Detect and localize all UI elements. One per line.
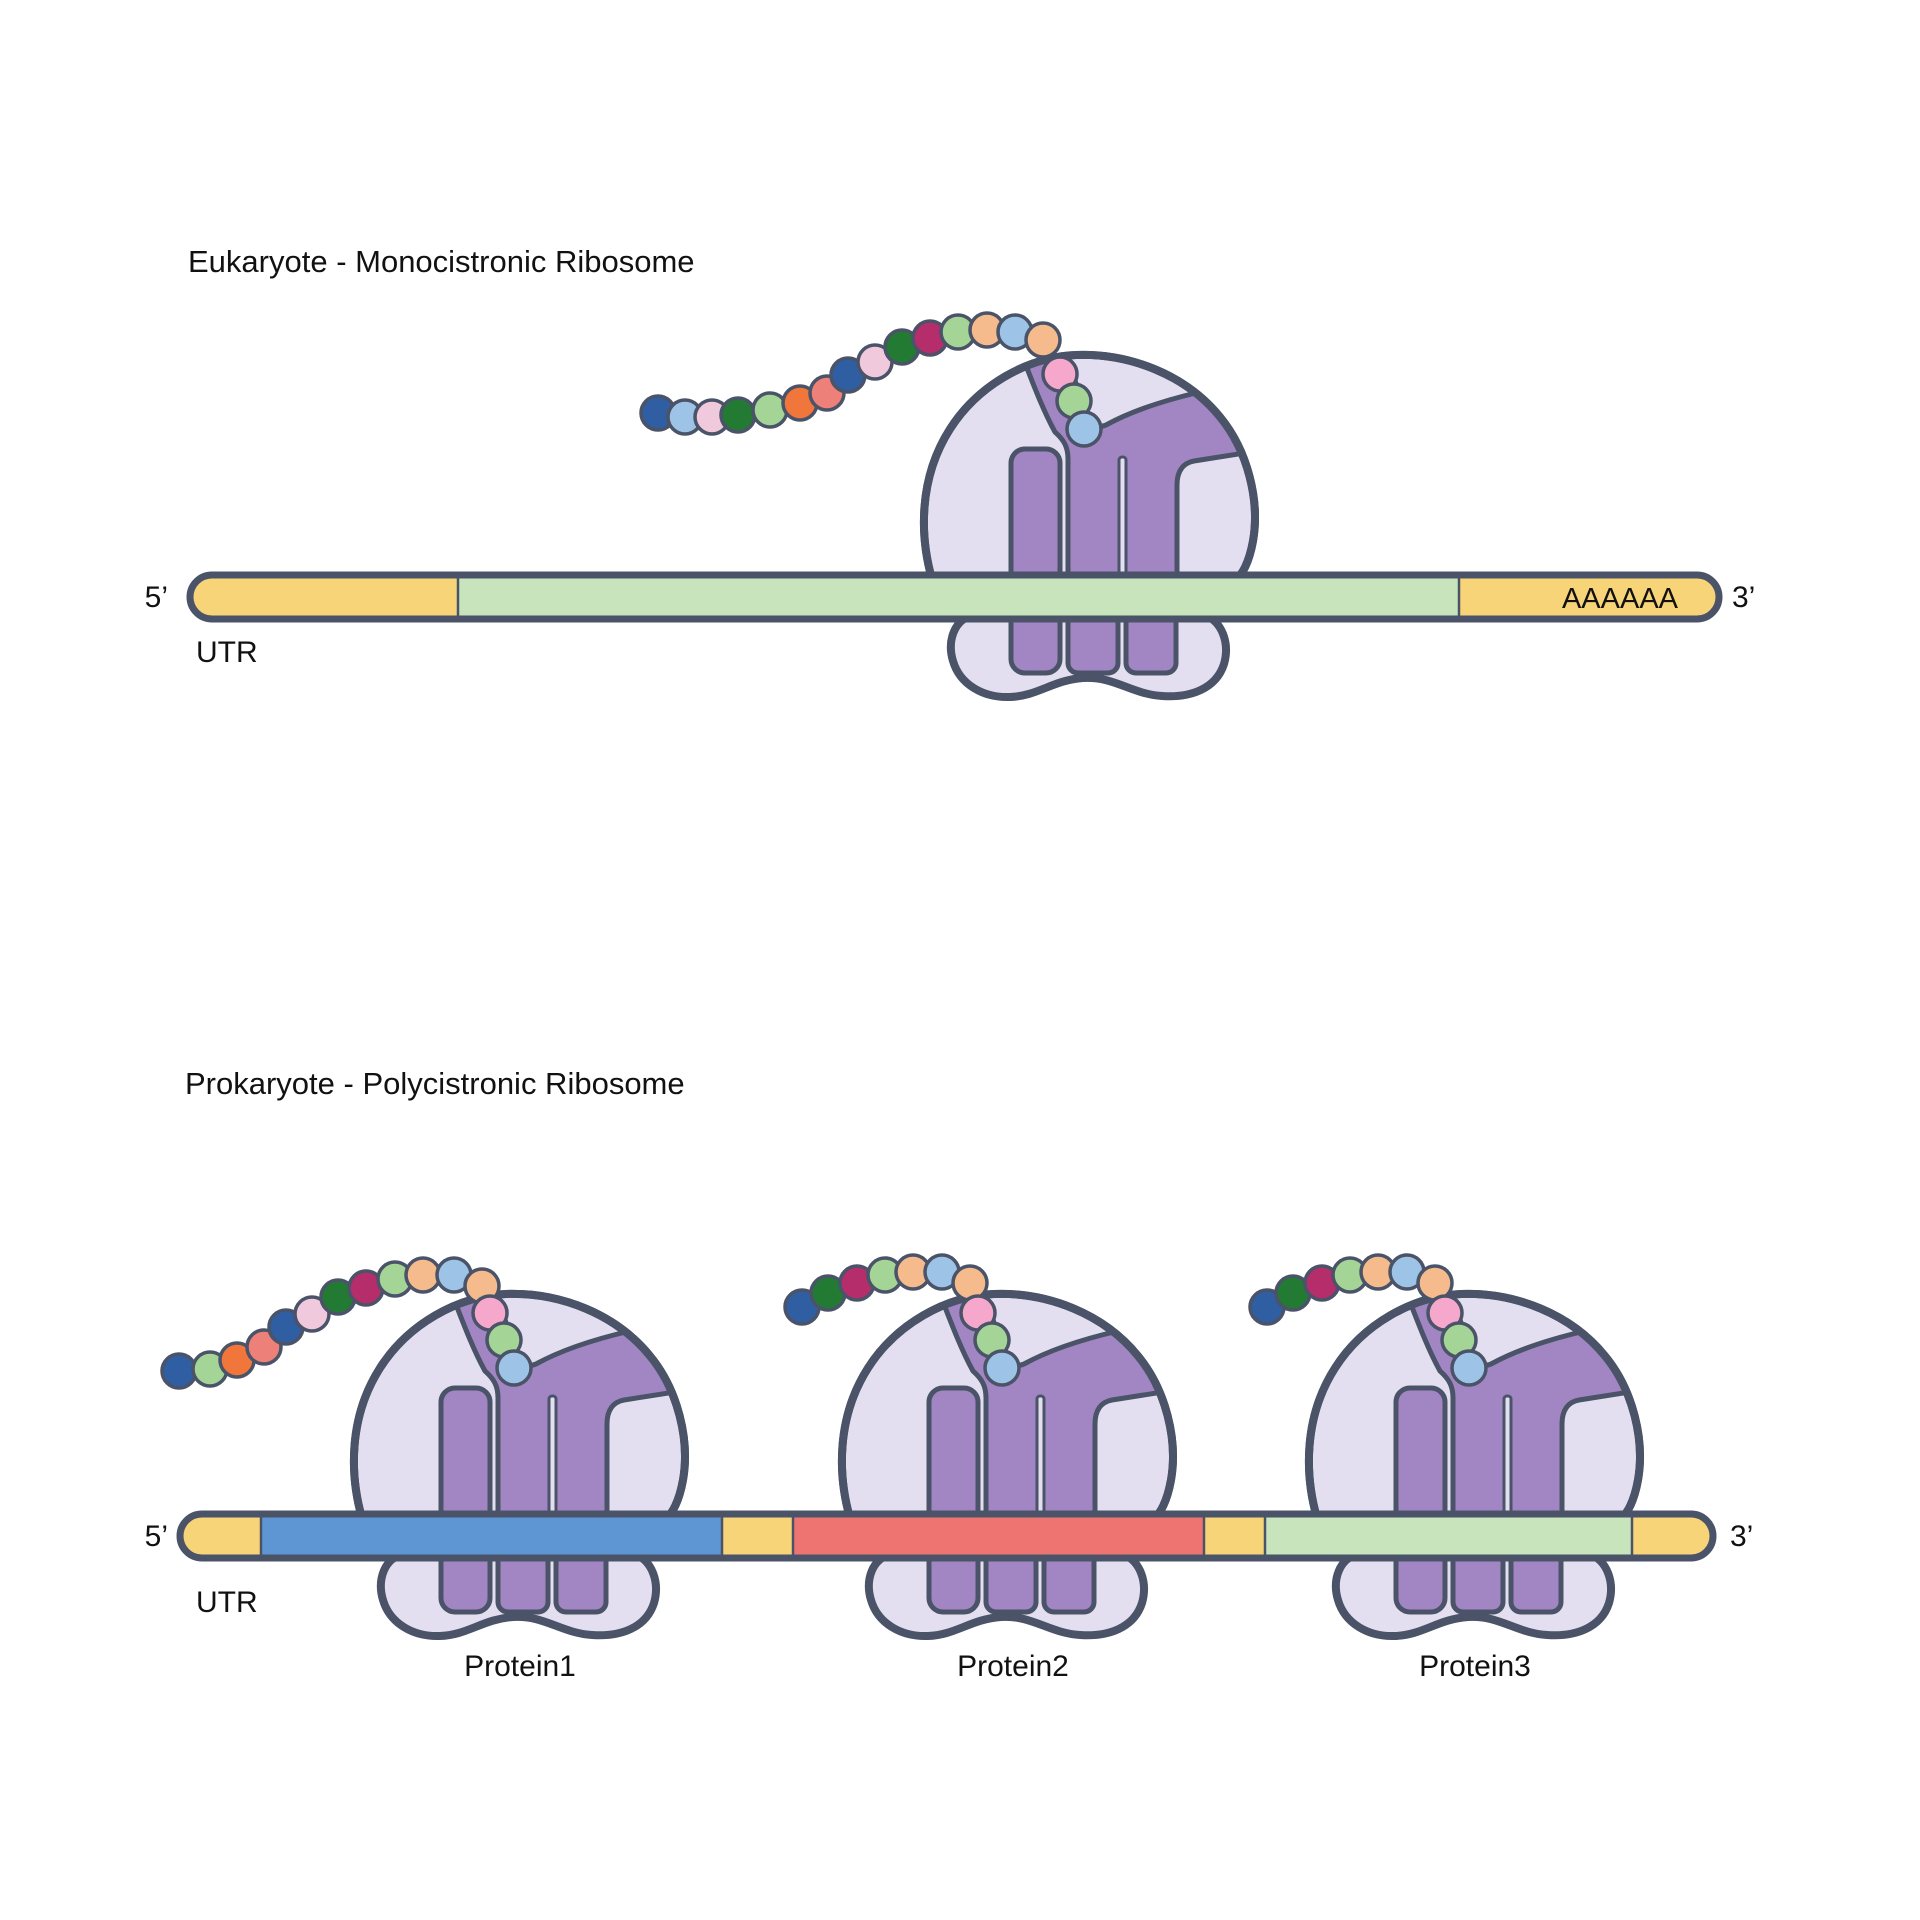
- five-prime-label: 5’: [145, 1520, 168, 1553]
- mrna-outline: [186, 571, 1723, 623]
- protein1-label: Protein1: [464, 1650, 576, 1683]
- utr-label: UTR: [196, 636, 258, 669]
- spacer-segment: [1204, 1514, 1265, 1558]
- nascent-peptide-chain: [160, 1256, 533, 1390]
- nascent-peptide-chain: [1248, 1253, 1488, 1387]
- five-prime-label: 5’: [145, 581, 168, 614]
- prokaryote-mrna: [176, 1510, 1717, 1562]
- gene3-segment: [1265, 1514, 1632, 1558]
- amino-acid-bead-peach: [1024, 321, 1062, 359]
- eukaryote-mrna: AAAAAA: [186, 571, 1723, 623]
- amino-acid-bead-lightBlue: [495, 1349, 533, 1387]
- utr-5-segment: [190, 575, 458, 619]
- gene1-segment: [261, 1514, 722, 1558]
- eukaryote-section: Eukaryote - Monocistronic Ribosome AAAAA…: [145, 244, 1755, 697]
- protein2-label: Protein2: [957, 1650, 1069, 1683]
- utr-label: UTR: [196, 1586, 258, 1619]
- mrna-outline: [176, 1510, 1717, 1562]
- amino-acid-bead-lightBlue: [983, 1349, 1021, 1387]
- amino-acid-bead-lightGreen: [751, 391, 789, 429]
- three-prime-label: 3’: [1730, 1520, 1753, 1553]
- amino-acid-bead-lightBlue: [1450, 1349, 1488, 1387]
- poly-a-label: AAAAAA: [1562, 583, 1679, 615]
- coding-segment: [458, 575, 1459, 619]
- utr-3-segment: [1632, 1514, 1713, 1558]
- gene2-segment: [793, 1514, 1204, 1558]
- poly-a-segment: [1459, 575, 1719, 619]
- nascent-peptide-chain: [639, 311, 1103, 448]
- prokaryote-title: Prokaryote - Polycistronic Ribosome: [185, 1066, 685, 1101]
- amino-acid-bead-lightPink: [293, 1295, 331, 1333]
- three-prime-label: 3’: [1732, 581, 1755, 614]
- amino-acid-bead-darkBlue: [160, 1352, 198, 1390]
- utr-5-segment: [180, 1514, 261, 1558]
- amino-acid-bead-lightBlue: [1065, 410, 1103, 448]
- spacer-segment: [722, 1514, 793, 1558]
- amino-acid-bead-darkGreen: [719, 396, 757, 434]
- eukaryote-title: Eukaryote - Monocistronic Ribosome: [188, 244, 695, 279]
- nascent-peptide-chain: [783, 1253, 1021, 1387]
- protein3-label: Protein3: [1419, 1650, 1531, 1683]
- amino-acid-bead-peach: [404, 1256, 442, 1294]
- prokaryote-section: Prokaryote - Polycistronic Ribosome: [145, 1066, 1754, 1683]
